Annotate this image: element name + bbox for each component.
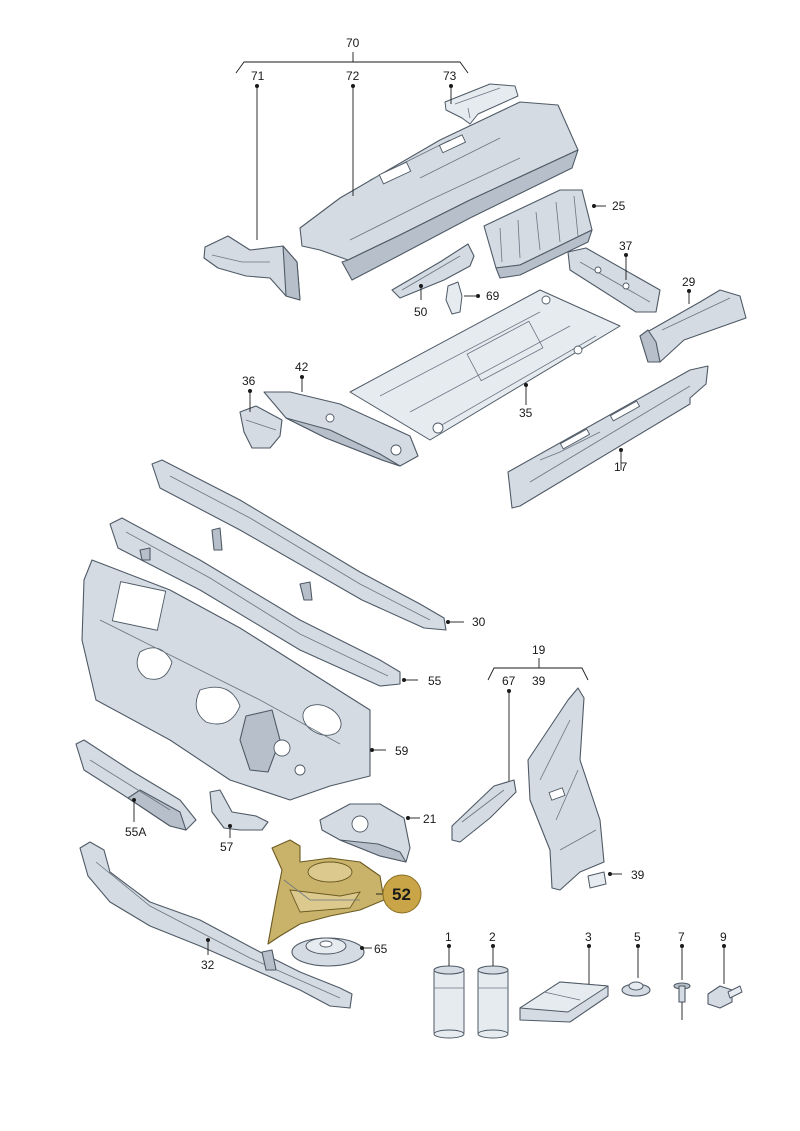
badge-52[interactable]: 52 — [382, 874, 422, 914]
label-59[interactable]: 59 — [395, 744, 409, 758]
label-73[interactable]: 73 — [443, 69, 457, 83]
part-29-rail[interactable] — [639, 289, 747, 363]
label-39-top[interactable]: 39 — [532, 674, 546, 688]
part-30-plenum-upper[interactable] — [151, 459, 447, 631]
part-55A-bracket[interactable] — [75, 739, 197, 831]
label-2[interactable]: 2 — [489, 930, 496, 944]
bracket-19: 19 — [487, 643, 589, 681]
part-17-side-member[interactable] — [507, 365, 709, 509]
part-32-cross-member[interactable] — [79, 841, 353, 1009]
label-7[interactable]: 7 — [678, 930, 685, 944]
label-3[interactable]: 3 — [585, 930, 592, 944]
part-36-bracket[interactable] — [239, 405, 283, 449]
part-5-nut[interactable] — [621, 981, 651, 997]
label-32[interactable]: 32 — [201, 958, 215, 972]
label-65[interactable]: 65 — [374, 942, 388, 956]
part-65-mount[interactable] — [291, 937, 365, 967]
label-35[interactable]: 35 — [519, 406, 533, 420]
part-39-patch[interactable] — [587, 871, 607, 889]
label-69[interactable]: 69 — [486, 289, 500, 303]
label-71[interactable]: 71 — [251, 69, 265, 83]
part-21-wheelhouse-panel[interactable] — [319, 803, 411, 863]
label-25[interactable]: 25 — [612, 199, 626, 213]
part-7-rivet[interactable] — [673, 982, 691, 1020]
part-59-bulkhead[interactable] — [81, 559, 371, 801]
label-37[interactable]: 37 — [619, 239, 633, 253]
part-71-wheelhouse-trim[interactable] — [203, 235, 301, 301]
part-50-reinforcement[interactable] — [391, 243, 475, 299]
part-73-bracket[interactable] — [444, 83, 519, 125]
label-52[interactable]: 52 — [392, 885, 411, 904]
part-69-clip[interactable] — [445, 281, 463, 315]
bracket-70: 70 — [235, 36, 469, 74]
label-55A[interactable]: 55A — [125, 825, 146, 839]
part-25-shield[interactable] — [483, 189, 593, 279]
label-55[interactable]: 55 — [428, 674, 442, 688]
label-67[interactable]: 67 — [502, 674, 516, 688]
part-39-a-pillar[interactable] — [527, 687, 605, 891]
label-29[interactable]: 29 — [682, 275, 696, 289]
part-2-cylinder[interactable] — [477, 965, 509, 1039]
label-21[interactable]: 21 — [423, 812, 437, 826]
label-1[interactable]: 1 — [445, 930, 452, 944]
label-70[interactable]: 70 — [346, 36, 360, 50]
label-36[interactable]: 36 — [242, 374, 256, 388]
part-55-plenum-lower[interactable] — [109, 517, 401, 687]
label-57[interactable]: 57 — [220, 840, 234, 854]
label-19[interactable]: 19 — [532, 643, 546, 657]
label-42[interactable]: 42 — [295, 360, 309, 374]
part-35-floor-panel[interactable] — [349, 289, 621, 441]
label-50[interactable]: 50 — [414, 305, 428, 319]
part-1-cylinder[interactable] — [433, 965, 465, 1039]
label-30[interactable]: 30 — [472, 615, 486, 629]
label-17[interactable]: 17 — [614, 460, 628, 474]
part-67-bracket[interactable] — [451, 779, 517, 843]
part-42-sill[interactable] — [263, 391, 419, 467]
part-57-bracket[interactable] — [209, 789, 269, 831]
part-9-bolt[interactable] — [707, 985, 743, 1009]
label-9[interactable]: 9 — [720, 930, 727, 944]
part-52-strut-tower-highlighted[interactable] — [267, 839, 385, 945]
label-5[interactable]: 5 — [634, 930, 641, 944]
label-39-bottom[interactable]: 39 — [631, 868, 645, 882]
label-72[interactable]: 72 — [346, 69, 360, 83]
part-72-tunnel[interactable] — [299, 101, 579, 281]
part-37-crossmember[interactable] — [567, 247, 661, 313]
part-3-pad[interactable] — [519, 981, 609, 1023]
